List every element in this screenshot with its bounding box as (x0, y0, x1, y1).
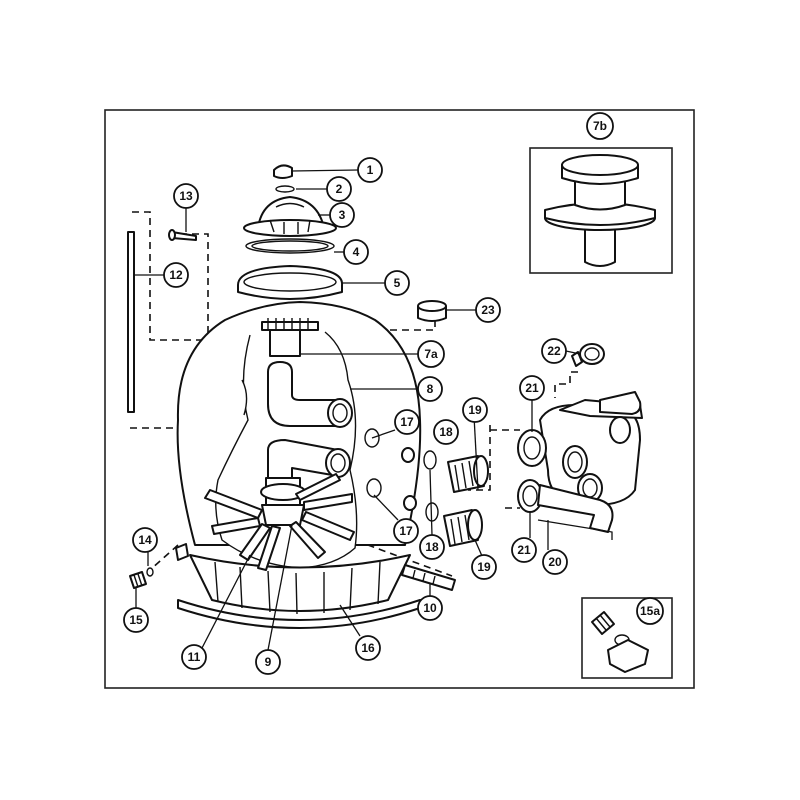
inset-15a (581, 597, 673, 679)
part-1-knob (273, 164, 293, 179)
callout-7a-label: 7a (424, 347, 438, 361)
leader-lines (134, 169, 613, 651)
callout-15: 15 (123, 607, 149, 633)
callout-3-label: 3 (339, 208, 346, 222)
callout-20: 20 (542, 549, 568, 575)
diagram-frame (104, 109, 695, 689)
callout-3: 3 (329, 202, 355, 228)
part-13-screw (168, 229, 197, 241)
callout-19-lower: 19 (471, 554, 497, 580)
callout-21-upper-label: 21 (525, 381, 539, 395)
callout-21-upper: 21 (519, 375, 545, 401)
part-19-unions (443, 455, 489, 547)
callout-18-lower: 18 (419, 534, 445, 560)
callout-9-label: 9 (265, 655, 272, 669)
part-10-sight-tube (401, 564, 456, 591)
callout-4-label: 4 (353, 245, 360, 259)
callout-13-label: 13 (179, 189, 193, 203)
callout-4: 4 (343, 239, 369, 265)
callout-11-label: 11 (188, 650, 201, 664)
callout-2-label: 2 (336, 182, 343, 196)
callout-15-label: 15 (129, 613, 143, 627)
callout-21-lower: 21 (511, 537, 537, 563)
callout-22: 22 (541, 338, 567, 364)
part-3-dome-lid (243, 196, 337, 237)
part-12-rod (127, 231, 135, 413)
part-4-seal (245, 238, 335, 254)
callout-1-label: 1 (367, 163, 374, 177)
callout-22-label: 22 (547, 344, 561, 358)
callout-11: 11 (181, 644, 207, 670)
callout-19-upper-label: 19 (468, 403, 482, 417)
callout-17-upper: 17 (394, 409, 420, 435)
callout-20-label: 20 (548, 555, 562, 569)
callout-15a-label: 15a (640, 604, 660, 618)
callout-17-upper-label: 17 (400, 415, 414, 429)
callout-23-label: 23 (481, 303, 495, 317)
part-14-drain-oring (146, 567, 154, 577)
callout-13: 13 (173, 183, 199, 209)
callout-2: 2 (326, 176, 352, 202)
callout-18-upper: 18 (433, 419, 459, 445)
callout-16-label: 16 (361, 641, 375, 655)
callout-8: 8 (417, 376, 443, 402)
callout-10: 10 (417, 595, 443, 621)
multiport-valve (517, 391, 643, 513)
callout-12: 12 (163, 262, 189, 288)
callout-9: 9 (255, 649, 281, 675)
part-23-cap (417, 300, 447, 322)
callout-17-lower: 17 (393, 518, 419, 544)
part-22-pressure-gauge (571, 343, 605, 367)
callout-15a: 15a (636, 597, 664, 625)
callout-17-lower-label: 17 (399, 524, 413, 538)
part-5-clamp-ring (237, 265, 344, 300)
callout-5-label: 5 (394, 276, 401, 290)
callout-12-label: 12 (169, 268, 183, 282)
callout-14-label: 14 (138, 533, 152, 547)
callout-8-label: 8 (427, 382, 434, 396)
callout-7a: 7a (417, 340, 445, 368)
callout-7b-label: 7b (593, 119, 607, 133)
callout-7b: 7b (586, 112, 614, 140)
callout-16: 16 (355, 635, 381, 661)
part-2-oring (275, 185, 295, 193)
part-15-drain-plug (129, 571, 147, 589)
callout-21-lower-label: 21 (517, 543, 531, 557)
part-9-11-lateral-assembly (204, 473, 355, 571)
part-20-elbow-pipe (537, 484, 614, 533)
part-7a-diffuser (261, 318, 319, 357)
inset-7b-frame (529, 147, 673, 274)
callout-23: 23 (475, 297, 501, 323)
callout-10-label: 10 (423, 601, 437, 615)
callout-19-lower-label: 19 (477, 560, 491, 574)
callout-14: 14 (132, 527, 158, 553)
inset-7b (529, 147, 673, 274)
tank-drain-boss (175, 543, 189, 561)
callout-18-upper-label: 18 (439, 425, 453, 439)
callout-18-lower-label: 18 (425, 540, 439, 554)
callout-1: 1 (357, 157, 383, 183)
inset-15a-frame (581, 597, 673, 679)
callout-5: 5 (384, 270, 410, 296)
part-8-upper-pipe (267, 361, 353, 428)
callout-19-upper: 19 (462, 397, 488, 423)
part-16-base (177, 554, 421, 629)
